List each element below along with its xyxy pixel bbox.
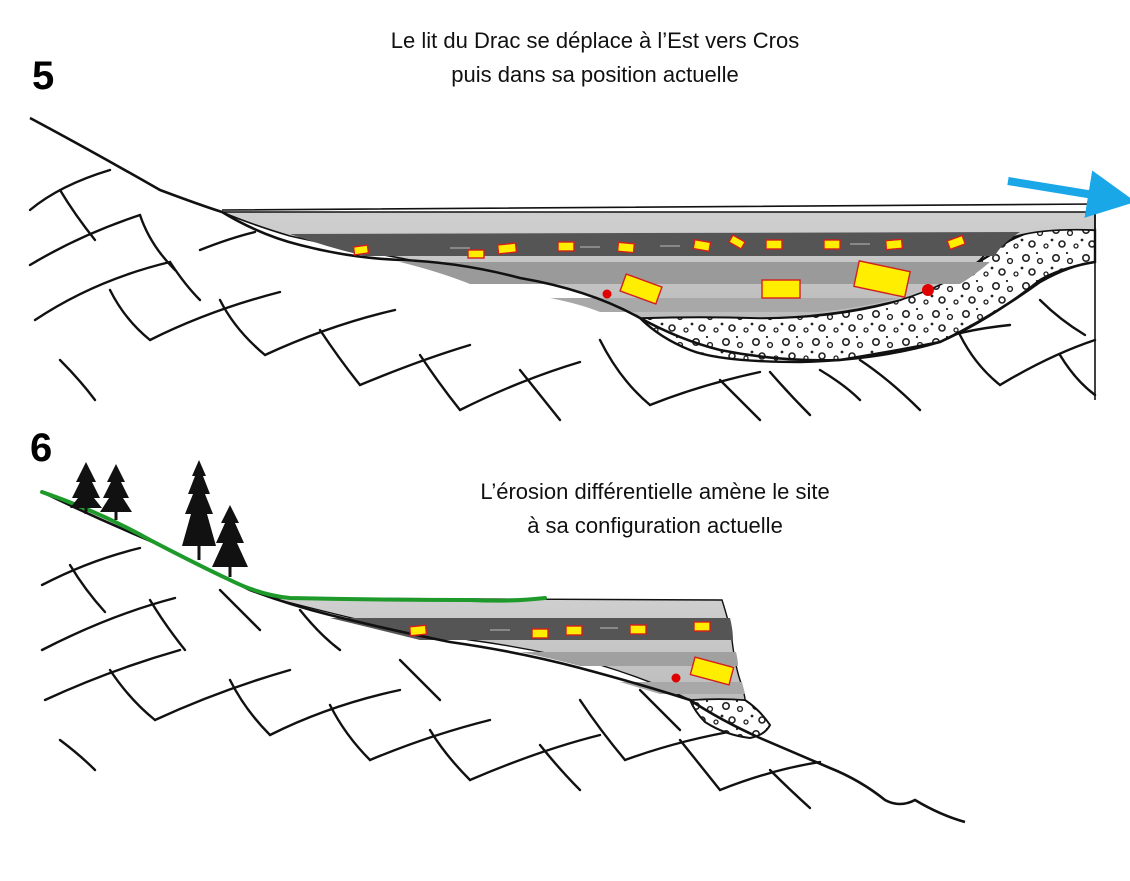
caption-panel-6: L’érosion différentielle amène le site à… bbox=[370, 475, 940, 543]
panel-6-streaks bbox=[490, 627, 618, 631]
step-number-6: 6 bbox=[30, 426, 53, 470]
panel-5-bedrock bbox=[28, 168, 1097, 422]
tree-icon bbox=[100, 464, 132, 520]
flow-direction-arrow-icon bbox=[1007, 170, 1130, 218]
panel-5-marker-small bbox=[602, 289, 612, 299]
panel-6-section bbox=[40, 460, 966, 824]
panel-6-marker bbox=[671, 673, 681, 683]
panel-5-fill-light-2 bbox=[550, 298, 900, 312]
panel-5-hillside bbox=[29, 116, 1096, 362]
panel-5-marker-large bbox=[922, 284, 934, 296]
caption-5-line-1: Le lit du Drac se déplace à l’Est vers C… bbox=[390, 28, 800, 53]
panel-5-clasts bbox=[352, 234, 967, 305]
panel-6-clasts bbox=[408, 621, 735, 686]
panel-5-section bbox=[28, 116, 1130, 422]
caption-panel-5: Le lit du Drac se déplace à l’Est vers C… bbox=[300, 24, 890, 92]
tree-icon bbox=[182, 460, 216, 560]
caption-6-line-2: à sa configuration actuelle bbox=[527, 513, 783, 538]
tree-group-icon bbox=[70, 460, 248, 577]
step-number-5: 5 bbox=[32, 54, 55, 98]
tree-icon bbox=[70, 462, 102, 514]
tree-icon bbox=[212, 505, 248, 577]
panel-6-fill-mid bbox=[520, 652, 738, 666]
panel-6-hillside bbox=[41, 490, 966, 824]
vegetation-surface-line bbox=[40, 490, 547, 603]
caption-5-line-2: puis dans sa position actuelle bbox=[451, 62, 739, 87]
panel-5-fill-mid bbox=[400, 262, 990, 284]
panel-5-fill-dark bbox=[290, 232, 1020, 256]
panel-6-fill-mid-2 bbox=[620, 682, 745, 694]
caption-6-line-1: L’érosion différentielle amène le site bbox=[480, 479, 830, 504]
panel-5-streaks bbox=[450, 243, 870, 249]
panel-6-gravel-lens bbox=[688, 698, 772, 740]
